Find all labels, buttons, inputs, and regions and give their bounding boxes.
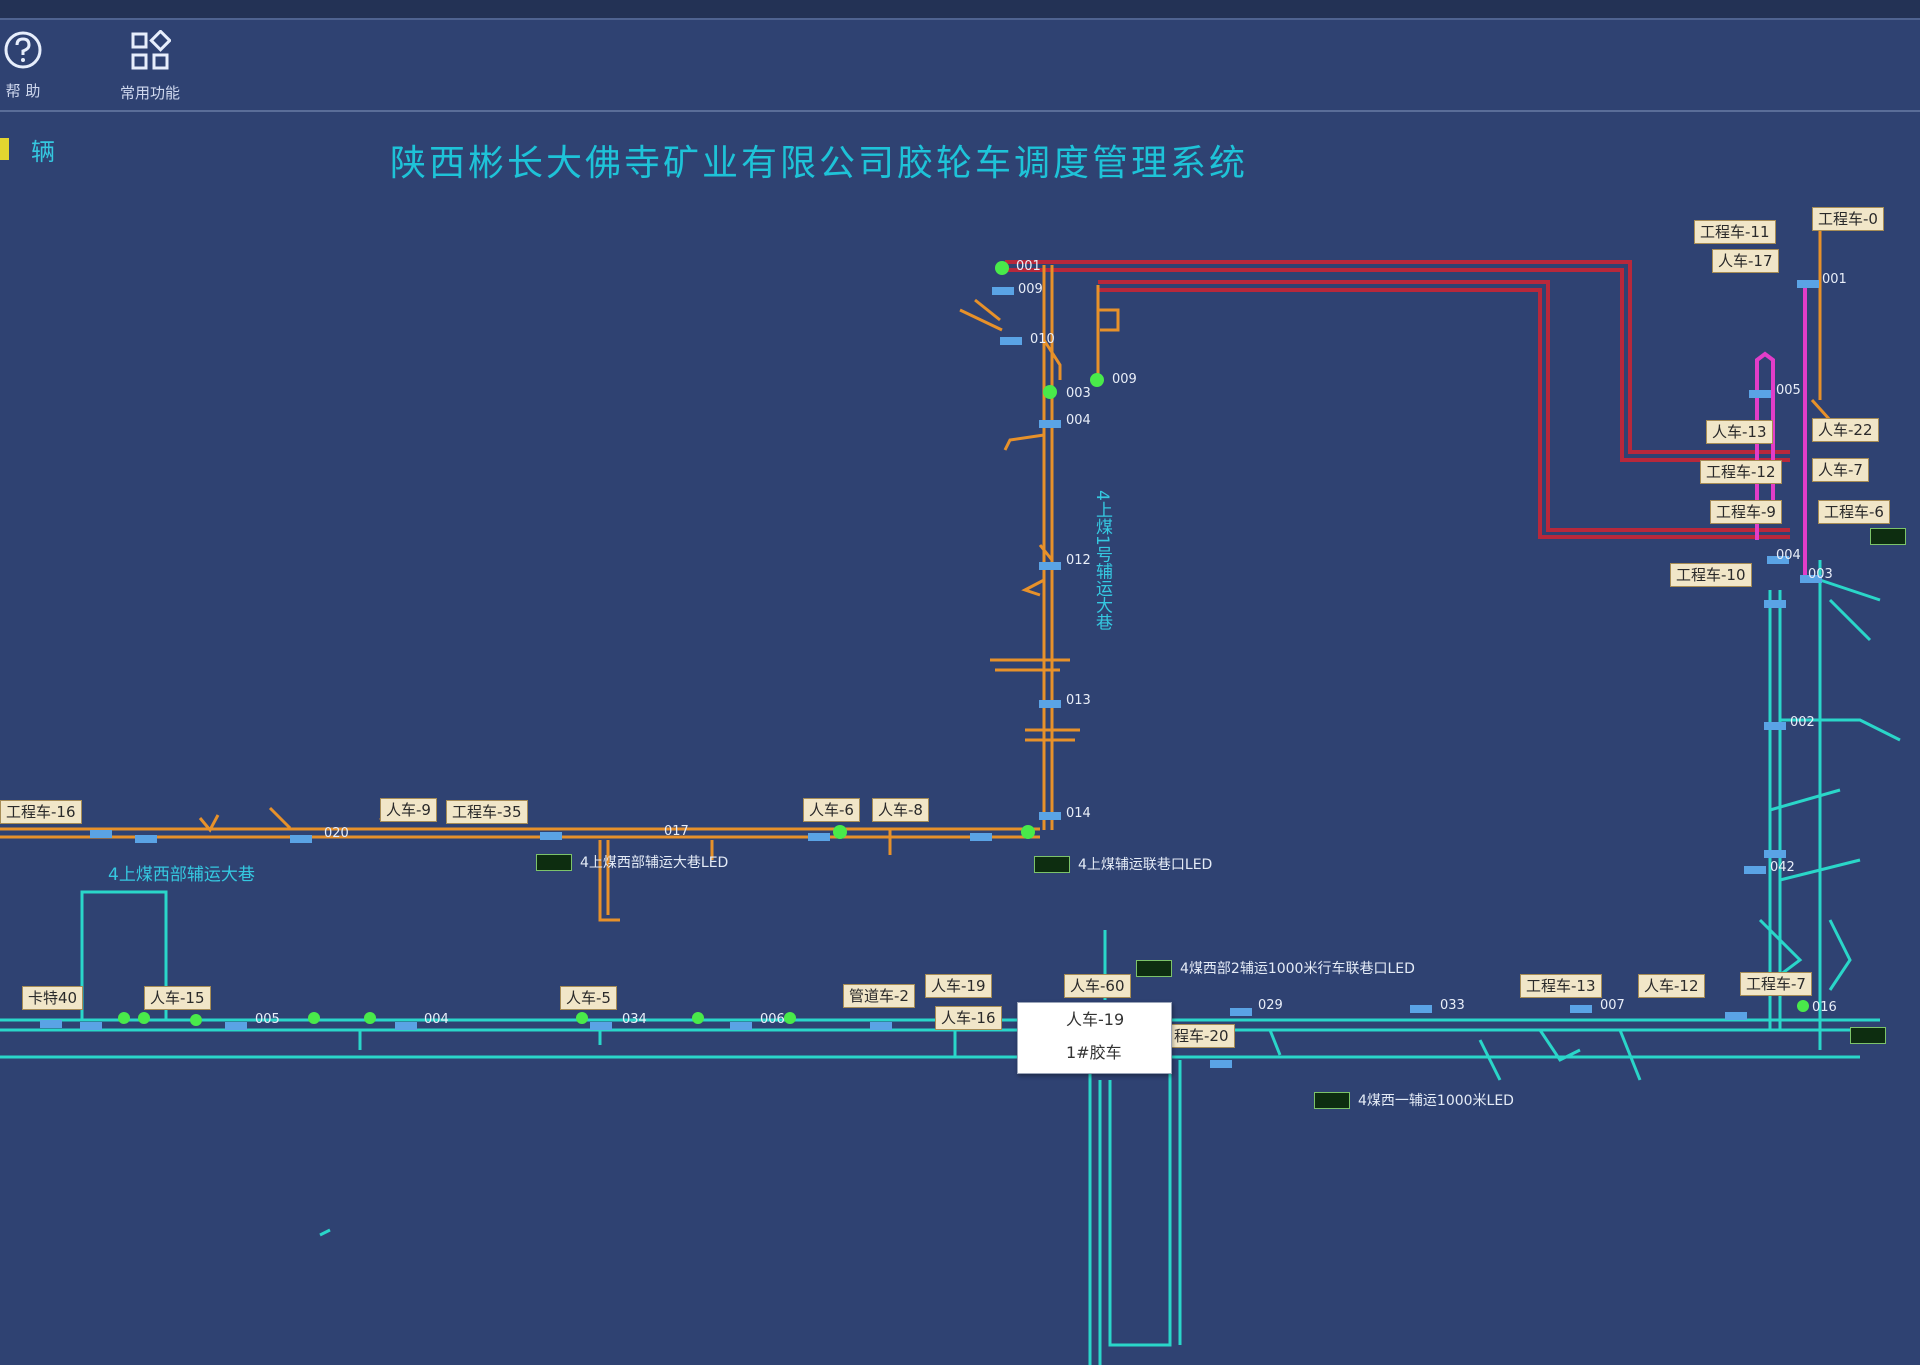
led-right-lower[interactable] (1850, 1027, 1886, 1044)
vehicle-tag[interactable]: 人车-15 (144, 986, 211, 1010)
node-label: 042 (1770, 860, 1795, 875)
red-route (1005, 260, 1790, 539)
cyan-route (0, 560, 1901, 1365)
led-indicator (1870, 528, 1906, 545)
road-label-west-aux: 4上煤西部辅运大巷 (108, 865, 255, 885)
vehicle-tag[interactable]: 人车-17 (1712, 249, 1779, 273)
led-west-2-aux[interactable]: 4煤西部2辅运1000米行车联巷口LED (1136, 958, 1415, 978)
led-indicator (1136, 959, 1172, 977)
window-top-strip (0, 0, 1920, 20)
vehicle-tag[interactable]: 工程车-35 (446, 800, 528, 824)
common-functions-button[interactable]: 常用功能 (110, 29, 190, 103)
node-label: 029 (1258, 998, 1283, 1013)
popup-item-gluecar[interactable]: 1#胶车 (1066, 1043, 1122, 1062)
vehicle-tag[interactable]: 人车-8 (872, 798, 929, 822)
vehicle-tag[interactable]: 工程车-9 (1710, 500, 1782, 524)
common-functions-label: 常用功能 (119, 84, 180, 102)
vehicle-tag[interactable]: 人车-16 (935, 1006, 1002, 1030)
orange-route (0, 220, 1832, 922)
node-label: 033 (1440, 998, 1465, 1013)
led-indicator (1034, 855, 1070, 873)
vehicle-tag[interactable]: 人车-60 (1064, 974, 1131, 998)
help-button[interactable]: 帮 助 (0, 30, 46, 101)
help-icon (4, 31, 42, 69)
station-markers (40, 280, 1822, 1068)
vehicle-tag[interactable]: 工程车-6 (1818, 500, 1890, 524)
help-label: 帮 助 (5, 82, 41, 100)
popup-item-vehicle[interactable]: 人车-19 (1066, 1010, 1125, 1029)
grid-icon (131, 29, 172, 70)
node-label: 014 (1066, 806, 1091, 821)
vehicle-tag[interactable]: 工程车-13 (1520, 974, 1602, 998)
led-west-1-aux[interactable]: 4煤西一辅运1000米LED (1314, 1090, 1514, 1110)
node-label: 004 (1066, 413, 1091, 428)
vehicle-tag[interactable]: 工程车-12 (1700, 460, 1782, 484)
led-west-aux-roadway[interactable]: 4上煤西部辅运大巷LED (536, 852, 728, 872)
vehicle-tag[interactable]: 工程车-16 (0, 800, 82, 824)
vehicle-tag[interactable]: 人车-22 (1812, 418, 1879, 442)
node-label: 010 (1030, 332, 1055, 347)
node-label: 003 (1066, 386, 1091, 401)
vehicle-tag[interactable]: 工程车-0 (1812, 207, 1884, 231)
page-title: 陕西彬长大佛寺矿业有限公司胶轮车调度管理系统 (390, 143, 1249, 184)
node-label: 005 (1776, 383, 1801, 398)
vehicle-tag[interactable]: 工程车-7 (1740, 972, 1812, 996)
vehicle-tag[interactable]: 人车-19 (925, 974, 992, 998)
node-label: 013 (1066, 693, 1091, 708)
node-label: 007 (1600, 998, 1625, 1013)
vehicle-tag[interactable]: 人车-12 (1638, 974, 1705, 998)
node-label: 034 (622, 1012, 647, 1027)
node-label: 012 (1066, 553, 1091, 568)
vehicle-tag[interactable]: 管道车-2 (843, 984, 915, 1008)
toolbar: 帮 助 常用功能 (0, 20, 1920, 112)
vehicle-tag[interactable]: 人车-5 (560, 986, 617, 1010)
node-label: 004 (424, 1012, 449, 1027)
context-popup[interactable]: 人车-19 1#胶车 (1017, 1002, 1172, 1074)
node-label: 001 (1016, 259, 1041, 274)
led-right-upper[interactable] (1870, 528, 1906, 545)
node-label: 004 (1776, 548, 1801, 563)
node-label: 009 (1018, 282, 1043, 297)
led-indicator (1850, 1027, 1886, 1044)
node-label: 009 (1112, 372, 1137, 387)
green-nodes (118, 261, 1809, 1026)
vehicle-tag[interactable]: 人车-6 (803, 798, 860, 822)
node-label: 016 (1812, 1000, 1837, 1015)
node-label: 006 (760, 1012, 785, 1027)
vehicle-legend-swatch (0, 138, 9, 160)
vehicle-tag[interactable]: 工程车-10 (1670, 563, 1752, 587)
node-label: 003 (1808, 567, 1833, 582)
node-label: 005 (255, 1012, 280, 1027)
node-label: 001 (1822, 272, 1847, 287)
vehicle-tag[interactable]: 卡特40 (22, 986, 84, 1010)
node-label: 017 (664, 824, 689, 839)
vehicle-tag[interactable]: 工程车-11 (1694, 220, 1776, 244)
vehicle-tag[interactable]: 人车-13 (1706, 420, 1773, 444)
vehicle-panel-text: 辆 (31, 137, 55, 166)
node-label: 002 (1790, 715, 1815, 730)
led-indicator (536, 853, 572, 871)
road-label-vertical-aux: 4上煤1号辅运大巷 (1092, 490, 1112, 631)
node-label: 020 (324, 826, 349, 841)
vehicle-tag[interactable]: 人车-7 (1812, 458, 1869, 482)
vehicle-tag[interactable]: 程车-20 (1168, 1024, 1235, 1048)
vehicle-tag[interactable]: 人车-9 (380, 798, 437, 822)
led-aux-connection[interactable]: 4上煤辅运联巷口LED (1034, 854, 1212, 874)
vehicle-panel-label[interactable]: 辆 (0, 136, 55, 166)
led-indicator (1314, 1091, 1350, 1109)
